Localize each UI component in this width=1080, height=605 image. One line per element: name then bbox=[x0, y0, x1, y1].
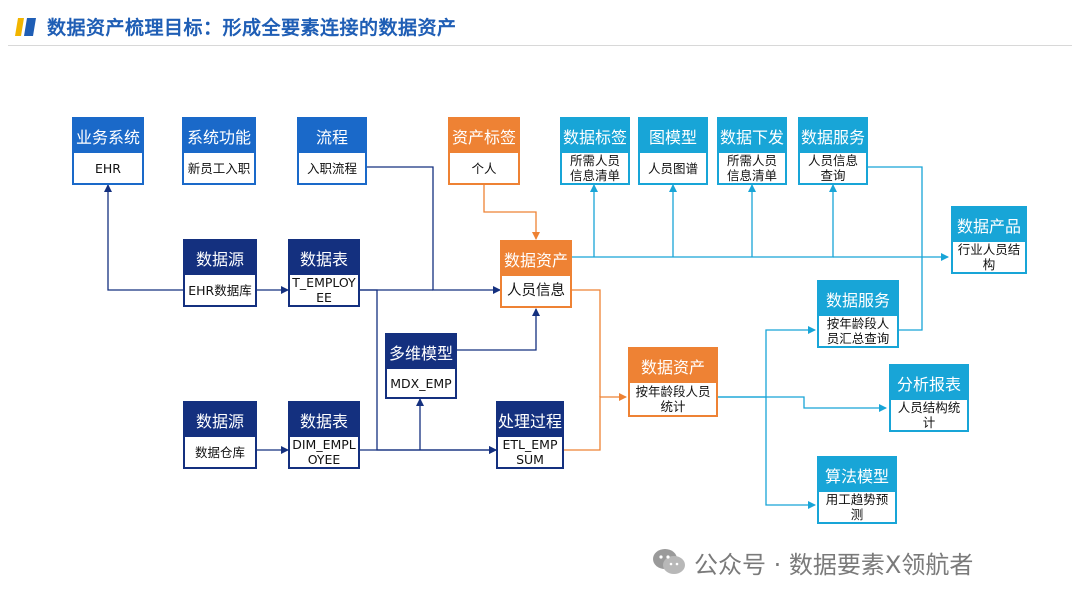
node-data-asset-2: 数据资产 按年龄段人员统计 bbox=[628, 347, 718, 417]
edge-ehrdb-to-ehr bbox=[104, 184, 184, 291]
edge-asset2-to-report bbox=[718, 396, 887, 412]
edge-tag-to-asset1 bbox=[483, 185, 540, 240]
node-body: T_EMPLOYEE bbox=[290, 275, 358, 305]
node-data-service-1: 数据服务 人员信息查询 bbox=[798, 117, 868, 185]
node-body: 所需人员信息清单 bbox=[562, 153, 628, 183]
node-data-asset-1: 数据资产 人员信息 bbox=[500, 240, 572, 308]
node-data-product: 数据产品 行业人员结构 bbox=[951, 206, 1027, 274]
node-body: DIM_EMPLOYEE bbox=[290, 437, 358, 467]
node-title: 多维模型 bbox=[387, 335, 455, 369]
node-title: 数据服务 bbox=[800, 119, 866, 153]
node-data-dispatch: 数据下发 所需人员信息清单 bbox=[717, 117, 787, 185]
edge-process-to-asset1 bbox=[365, 166, 501, 294]
node-body: EHR bbox=[74, 153, 142, 183]
node-body: ETL_EMPSUM bbox=[498, 437, 562, 467]
node-body: 用工趋势预测 bbox=[819, 492, 895, 522]
node-body: 人员结构统计 bbox=[891, 400, 967, 430]
node-data-service-2: 数据服务 按年龄段人员汇总查询 bbox=[817, 280, 899, 348]
watermark: 公众号 · 数据要素X领航者 bbox=[652, 546, 974, 579]
wechat-icon bbox=[653, 549, 685, 574]
header-divider bbox=[8, 45, 1072, 46]
node-title: 数据资产 bbox=[502, 242, 570, 276]
node-body: 新员工入职 bbox=[184, 153, 254, 183]
node-body: 入职流程 bbox=[299, 153, 365, 183]
edge-service2-to-product bbox=[898, 257, 923, 331]
node-data-table-2: 数据表 DIM_EMPLOYEE bbox=[288, 401, 360, 469]
node-analysis-report: 分析报表 人员结构统计 bbox=[889, 364, 969, 432]
node-body: 人员信息查询 bbox=[800, 153, 866, 183]
node-body: 数据仓库 bbox=[185, 437, 255, 467]
watermark-text: 公众号 · 数据要素X领航者 bbox=[694, 550, 974, 579]
node-title: 分析报表 bbox=[891, 366, 967, 400]
title-bar-icon bbox=[15, 18, 36, 36]
node-body: 人员图谱 bbox=[640, 153, 706, 183]
node-process: 流程 入职流程 bbox=[297, 117, 367, 185]
node-body: 所需人员信息清单 bbox=[719, 153, 785, 183]
node-title: 数据表 bbox=[290, 241, 358, 275]
edge-asset2-to-algo bbox=[765, 397, 816, 509]
node-title: 流程 bbox=[299, 119, 365, 153]
node-body: 按年龄段人员统计 bbox=[630, 383, 716, 415]
node-data-source-1: 数据源 EHR数据库 bbox=[183, 239, 257, 307]
node-biz-system: 业务系统 EHR bbox=[72, 117, 144, 185]
node-mdx-model: 多维模型 MDX_EMP bbox=[385, 333, 457, 399]
node-title: 业务系统 bbox=[74, 119, 142, 153]
node-title: 数据表 bbox=[290, 403, 358, 437]
node-title: 数据产品 bbox=[953, 208, 1025, 242]
node-asset-tag: 资产标签 个人 bbox=[448, 117, 520, 185]
node-etl-process: 处理过程 ETL_EMPSUM bbox=[496, 401, 564, 469]
node-algo-model: 算法模型 用工趋势预测 bbox=[817, 456, 897, 524]
node-body: 人员信息 bbox=[502, 276, 570, 306]
node-title: 算法模型 bbox=[819, 458, 895, 492]
node-body: 按年龄段人员汇总查询 bbox=[819, 316, 897, 346]
node-title: 数据源 bbox=[185, 241, 255, 275]
node-title: 数据下发 bbox=[719, 119, 785, 153]
node-title: 资产标签 bbox=[450, 119, 518, 153]
node-data-tag: 数据标签 所需人员信息清单 bbox=[560, 117, 630, 185]
node-title: 数据资产 bbox=[630, 349, 716, 383]
edge-mdx-to-asset1 bbox=[456, 308, 540, 351]
node-title: 系统功能 bbox=[184, 119, 254, 153]
node-body: EHR数据库 bbox=[185, 275, 255, 305]
edge-etl-to-asset2 bbox=[562, 393, 627, 451]
node-title: 数据服务 bbox=[819, 282, 897, 316]
node-title: 图模型 bbox=[640, 119, 706, 153]
node-body: 行业人员结构 bbox=[953, 242, 1025, 272]
node-title: 数据源 bbox=[185, 403, 255, 437]
slide-header: 数据资产梳理目标：形成全要素连接的数据资产 bbox=[0, 0, 1080, 48]
node-title: 数据标签 bbox=[562, 119, 628, 153]
page-title: 数据资产梳理目标：形成全要素连接的数据资产 bbox=[47, 17, 457, 39]
node-title: 处理过程 bbox=[498, 403, 562, 437]
edge-asset1-to-bus bbox=[572, 184, 837, 258]
edge-asset1-to-asset2 bbox=[572, 289, 601, 397]
node-data-source-2: 数据源 数据仓库 bbox=[183, 401, 257, 469]
edge-asset2-to-service2 bbox=[718, 326, 816, 398]
node-sys-function: 系统功能 新员工入职 bbox=[182, 117, 256, 185]
edge-service1-to-product bbox=[868, 166, 923, 257]
node-graph-model: 图模型 人员图谱 bbox=[638, 117, 708, 185]
node-body: 个人 bbox=[450, 153, 518, 183]
node-data-table-1: 数据表 T_EMPLOYEE bbox=[288, 239, 360, 307]
node-body: MDX_EMP bbox=[387, 369, 455, 397]
